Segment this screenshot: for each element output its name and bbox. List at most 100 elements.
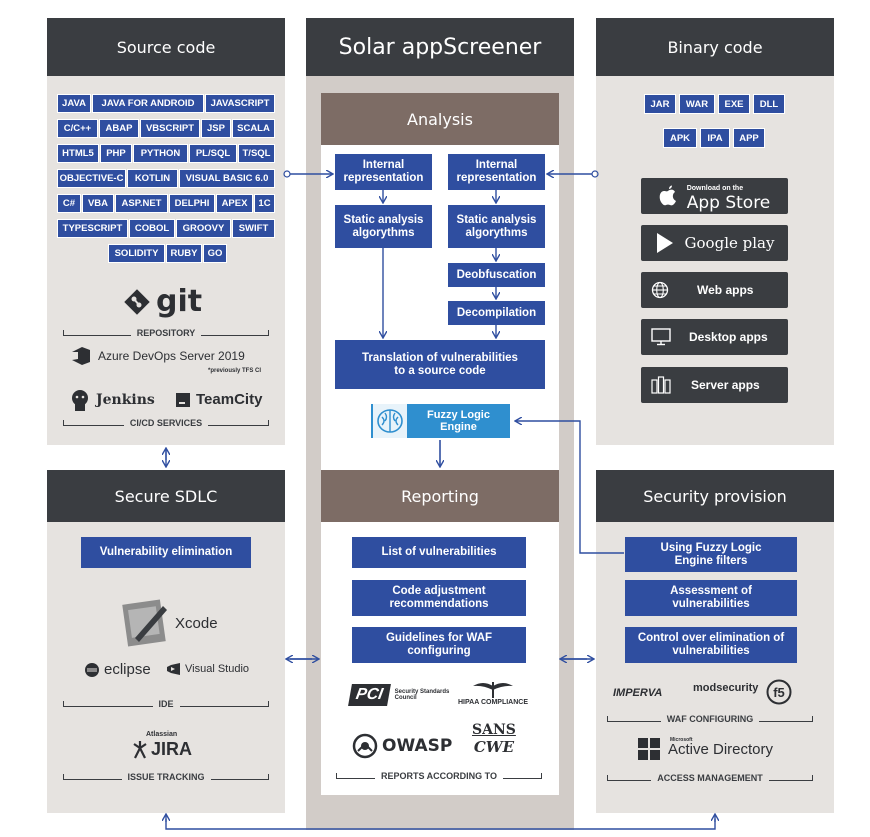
binary-format-tag: WAR <box>679 94 715 114</box>
jira-logo: JIRA <box>132 739 192 760</box>
language-tag: 1C <box>254 194 275 213</box>
language-tag: VBSCRIPT <box>140 119 200 138</box>
binary-format-tag: EXE <box>718 94 750 114</box>
owasp-logo: OWASP <box>352 733 452 759</box>
language-tag: JAVASCRIPT <box>205 94 275 113</box>
cicd-caption-text: CI/CD SERVICES <box>129 418 203 428</box>
report-item: Code adjustment recommendations <box>352 580 526 616</box>
azure-devops-logo: Azure DevOps Server 2019 <box>70 346 245 366</box>
azure-devops-icon <box>72 347 90 365</box>
desktop-apps-box: Desktop apps <box>641 319 788 355</box>
teamcity-logo: TeamCity <box>176 391 262 408</box>
language-tag: JAVA <box>57 94 91 113</box>
visual-studio-label: Visual Studio <box>185 663 250 675</box>
cicd-caption: CI/CD SERVICES <box>63 416 270 430</box>
waf-configuring-caption: WAF CONFIGURING <box>607 712 813 726</box>
windows-icon <box>638 738 660 760</box>
jira-label: JIRA <box>151 739 193 759</box>
app-store-small: Download on the <box>686 185 744 192</box>
binary-format-tag: DLL <box>753 94 785 114</box>
language-tag: GO <box>203 244 227 263</box>
left-static-analysis: Static analysis algorythms <box>335 205 432 248</box>
language-tag: COBOL <box>129 219 175 238</box>
eclipse-icon <box>85 662 99 677</box>
right-internal-representation: Internal representation <box>448 154 545 190</box>
jenkins-logo: Jenkins <box>70 389 155 411</box>
google-play-icon <box>656 233 673 253</box>
monitor-icon <box>651 328 671 346</box>
report-item: Guidelines for WAF configuring <box>352 627 526 663</box>
binary-format-tag: APK <box>663 128 697 148</box>
jenkins-icon <box>72 390 88 411</box>
f5-icon: f5 <box>766 679 792 705</box>
language-tag: PYTHON <box>133 144 188 163</box>
issue-tracking-caption-text: ISSUE TRACKING <box>127 772 205 782</box>
imperva-logo: IMPERVA <box>613 687 663 699</box>
security-provision-item: Assessment of vulnerabilities <box>625 580 797 616</box>
teamcity-label: TeamCity <box>196 391 263 408</box>
xcode-icon <box>122 599 167 647</box>
language-tag: TYPESCRIPT <box>57 219 128 238</box>
sans-cwe-logo: SANS CWE <box>472 722 516 756</box>
reports-caption-text: REPORTS ACCORDING TO <box>381 771 498 781</box>
language-tag: SCALA <box>232 119 275 138</box>
google-play-label: Google play <box>684 234 775 252</box>
google-play-badge: Google play <box>641 225 788 261</box>
repository-caption: REPOSITORY <box>63 326 270 340</box>
secure-sdlc-panel <box>47 470 285 813</box>
reports-caption: REPORTS ACCORDING TO <box>336 769 543 783</box>
binary-format-tag: APP <box>733 128 765 148</box>
active-directory-label: Active Directory <box>668 740 774 758</box>
security-provision-header: Security provision <box>596 470 834 522</box>
language-tag: C/C++ <box>57 119 98 138</box>
language-tag: SWIFT <box>232 219 275 238</box>
analysis-header: Analysis <box>321 93 559 145</box>
binary-format-tag: IPA <box>700 128 730 148</box>
hipaa-label: HIPAA COMPLIANCE <box>458 699 528 706</box>
translation-box: Translation of vulnerabilities to a sour… <box>335 340 545 389</box>
binary-format-tag: JAR <box>644 94 676 114</box>
report-item: List of vulnerabilities <box>352 537 526 568</box>
ide-caption: IDE <box>63 697 270 711</box>
secure-sdlc-header: Secure SDLC <box>47 470 285 522</box>
right-static-analysis: Static analysis algorythms <box>448 205 545 248</box>
language-tag: JAVA FOR ANDROID <box>92 94 204 113</box>
jenkins-label: Jenkins <box>96 392 155 408</box>
desktop-apps-label: Desktop apps <box>689 330 768 344</box>
app-store-label: App Store <box>686 193 771 213</box>
visual-studio-icon <box>167 663 180 675</box>
svg-text:f5: f5 <box>773 685 785 700</box>
binary-code-header: Binary code <box>596 18 834 76</box>
xcode-logo: Xcode <box>121 598 218 648</box>
decompilation-box: Decompilation <box>448 301 545 325</box>
server-apps-box: Server apps <box>641 367 788 403</box>
source-code-header: Source code <box>47 18 285 76</box>
pci-label: PCI <box>348 684 391 706</box>
app-store-badge: Download on the App Store <box>641 178 788 214</box>
language-tag: ABAP <box>99 119 139 138</box>
owasp-icon <box>352 733 378 759</box>
eclipse-label: eclipse <box>104 661 151 678</box>
git-logo: git <box>124 284 202 319</box>
language-tag: VISUAL BASIC 6.0 <box>179 169 275 188</box>
language-tag: OBJECTIVE-C <box>57 169 126 188</box>
language-tag: VBA <box>82 194 114 213</box>
eclipse-logo: eclipse <box>84 661 151 678</box>
sans-label: SANS <box>472 722 516 738</box>
language-tag: DELPHI <box>169 194 215 213</box>
modsecurity-logo: modsecurity <box>693 682 759 694</box>
teamcity-icon <box>176 392 190 407</box>
left-internal-representation: Internal representation <box>335 154 432 190</box>
repository-caption-text: REPOSITORY <box>136 328 196 338</box>
vulnerability-elimination-box: Vulnerability elimination <box>81 537 251 568</box>
deobfuscation-box: Deobfuscation <box>448 263 545 287</box>
caduceus-icon <box>473 682 513 698</box>
language-tag: HTML5 <box>57 144 99 163</box>
language-tag: KOTLIN <box>127 169 178 188</box>
language-tag: PL/SQL <box>189 144 237 163</box>
issue-tracking-caption: ISSUE TRACKING <box>63 770 270 784</box>
f5-logo: f5 <box>766 679 792 705</box>
web-apps-label: Web apps <box>697 283 754 297</box>
fuzzy-logic-engine: Fuzzy Logic Engine <box>369 402 512 440</box>
language-tag: JSP <box>201 119 231 138</box>
